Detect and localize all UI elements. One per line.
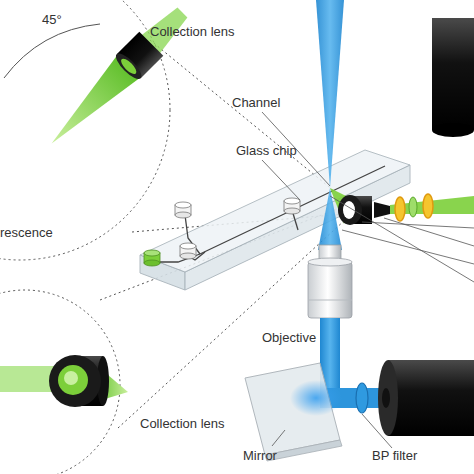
part-label: Objective bbox=[262, 330, 316, 345]
zoom-circle bbox=[0, 290, 120, 474]
detector bbox=[432, 18, 474, 137]
leader-line bbox=[362, 414, 392, 448]
part-label: Collection lens bbox=[150, 24, 235, 39]
collection-lens-zoom bbox=[0, 355, 128, 407]
part-label: rescence bbox=[0, 225, 53, 240]
filter bbox=[395, 197, 405, 221]
part-label: 45° bbox=[42, 12, 62, 27]
part-label: BP filter bbox=[372, 448, 417, 463]
leader-line bbox=[342, 230, 474, 264]
lens bbox=[409, 197, 417, 217]
mirror bbox=[245, 363, 342, 461]
leader-line bbox=[262, 160, 300, 200]
leader-line bbox=[384, 218, 474, 246]
bp-filter bbox=[356, 383, 368, 413]
laser-source bbox=[378, 360, 474, 436]
filter bbox=[423, 194, 433, 218]
part-label: Glass chip bbox=[236, 143, 297, 158]
objective-lens bbox=[308, 245, 352, 318]
reservoir bbox=[180, 243, 196, 259]
leader-line bbox=[330, 196, 474, 282]
reservoir bbox=[175, 202, 191, 218]
part-label: Collection lens bbox=[140, 416, 225, 431]
pinhole bbox=[374, 202, 390, 218]
collection-lens-zoom bbox=[40, 1, 195, 156]
laser-beam bbox=[316, 0, 344, 188]
zoom-circle bbox=[0, 0, 170, 260]
collection-lens bbox=[338, 195, 372, 225]
leader-line bbox=[272, 430, 285, 446]
part-label: Mirror bbox=[243, 448, 277, 463]
part-label: Channel bbox=[232, 95, 280, 110]
reservoir bbox=[144, 250, 160, 266]
angle-arc bbox=[4, 24, 100, 78]
reservoir bbox=[284, 198, 300, 214]
